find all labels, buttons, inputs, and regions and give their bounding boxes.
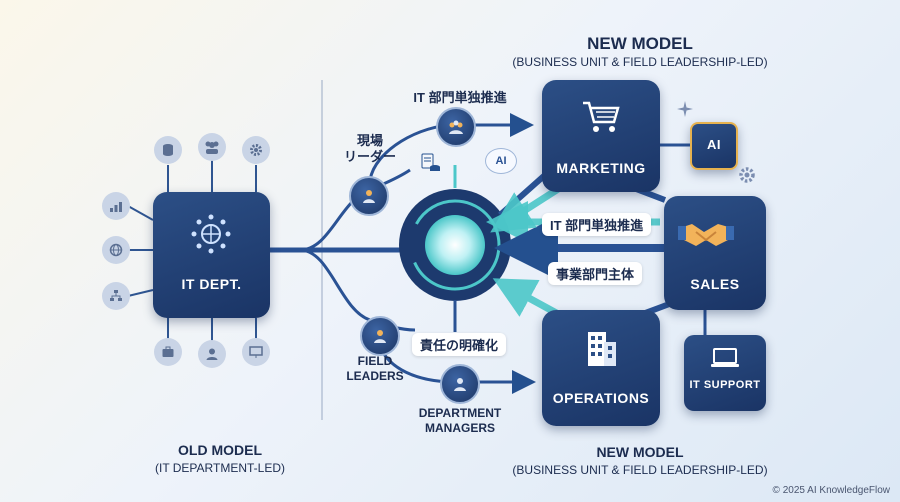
person-icon xyxy=(454,378,466,391)
it-team-node xyxy=(436,107,476,147)
old-model-title: OLD MODEL xyxy=(178,442,262,458)
field-leaders-line1: FIELD xyxy=(357,354,393,368)
gear-icon xyxy=(242,136,270,164)
ai-bubble: AI xyxy=(485,148,517,174)
new-model-subtitle-bottom: (BUSINESS UNIT & FIELD LEADERSHIP-LED) xyxy=(512,463,768,477)
network-globe-icon xyxy=(191,214,231,254)
central-hub-core xyxy=(425,215,485,275)
operations-box: OPERATIONS xyxy=(542,310,660,426)
handshake-icon xyxy=(678,224,734,246)
presentation-icon xyxy=(242,338,270,366)
field-leaders-line2: LEADERS xyxy=(346,369,404,383)
new-model-subtitle-top: (BUSINESS UNIT & FIELD LEADERSHIP-LED) xyxy=(512,55,768,69)
operations-label: OPERATIONS xyxy=(552,390,650,406)
clarify-responsibility-pill: 責任の明確化 xyxy=(412,333,507,356)
sales-box: SALES xyxy=(664,196,766,310)
database-icon xyxy=(154,136,182,164)
it-solo-label-top: IT 部門単独推進 xyxy=(413,90,507,105)
it-solo-pill: IT 部門単独推進 xyxy=(542,213,652,236)
gear-small-icon xyxy=(739,167,755,183)
marketing-label: MARKETING xyxy=(556,160,646,176)
dept-managers-line2: MANAGERS xyxy=(424,421,495,435)
growth-chart-icon xyxy=(102,192,130,220)
field-leader-jp-line2: リーダー xyxy=(343,149,396,164)
business-led-pill: 事業部門主体 xyxy=(548,262,643,285)
it-support-label: IT SUPPORT xyxy=(689,379,761,391)
dept-managers-line1: DEPARTMENT xyxy=(418,406,502,420)
building-icon xyxy=(588,332,616,366)
team-icon xyxy=(198,133,226,161)
sales-label: SALES xyxy=(690,276,740,292)
it-support-box: IT SUPPORT xyxy=(684,335,766,411)
person-icon xyxy=(374,330,386,343)
ai-box-label: AI xyxy=(707,137,721,152)
sparkle-icon xyxy=(677,101,693,117)
ai-bubble-label: AI xyxy=(495,155,507,167)
group-icon xyxy=(449,120,463,134)
globe-icon xyxy=(102,236,130,264)
org-chart-icon xyxy=(102,282,130,310)
it-dept-label: IT DEPT. xyxy=(181,276,242,292)
new-model-title-bottom: NEW MODEL xyxy=(596,444,684,460)
user-icon xyxy=(198,340,226,368)
department-manager-node xyxy=(440,364,480,404)
new-model-title-top: NEW MODEL xyxy=(587,34,693,53)
field-leader-jp-line1: 現場 xyxy=(356,133,383,148)
briefcase-icon xyxy=(154,338,182,366)
laptop-icon xyxy=(711,348,739,367)
ai-box: AI xyxy=(690,122,738,170)
field-leader-node-bottom xyxy=(360,316,400,356)
field-leader-node-top xyxy=(349,176,389,216)
it-dept-box: IT DEPT. xyxy=(153,192,270,318)
person-icon xyxy=(363,190,375,203)
shopping-cart-icon xyxy=(583,101,620,132)
old-model-subtitle: (IT DEPARTMENT-LED) xyxy=(154,461,285,475)
copyright-footer: © 2025 AI KnowledgeFlow xyxy=(772,485,890,496)
marketing-box: MARKETING xyxy=(542,80,660,192)
document-database-icon xyxy=(421,153,440,171)
